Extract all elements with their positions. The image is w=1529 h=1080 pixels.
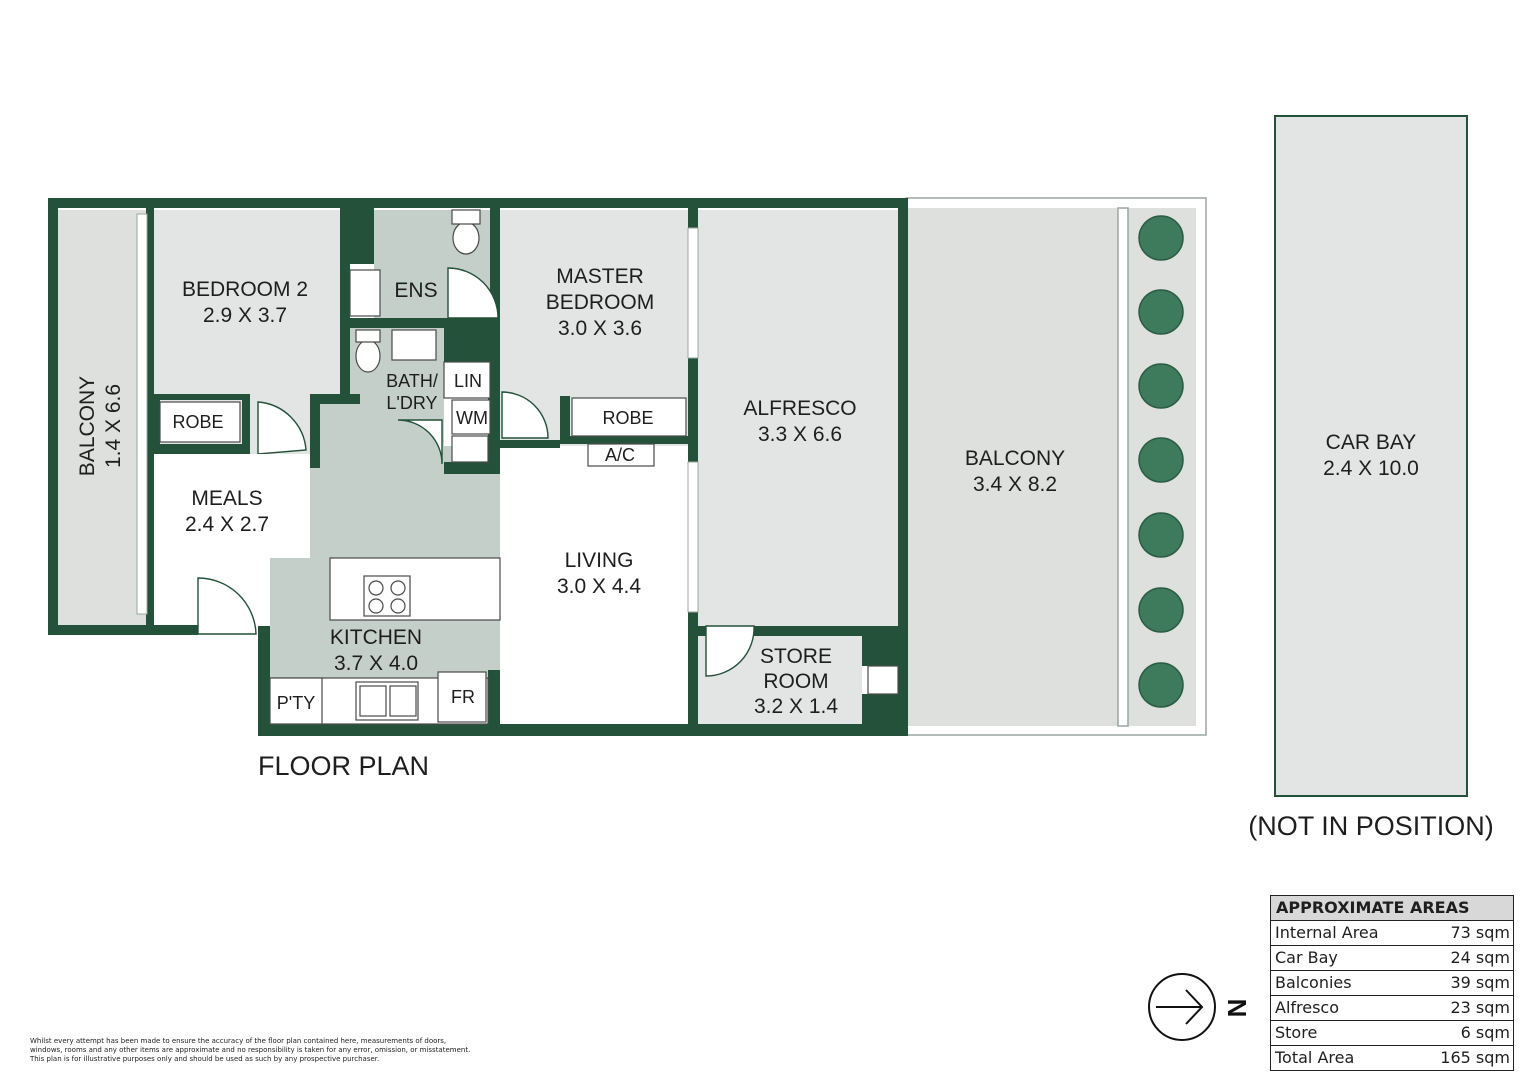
kitchen-island bbox=[329, 557, 501, 621]
master-name-2: BEDROOM bbox=[546, 291, 655, 314]
store-name-1: STORE bbox=[760, 645, 832, 668]
approximate-areas-table: APPROXIMATE AREAS Internal Area 73 sqm C… bbox=[1270, 895, 1514, 1071]
living-floor bbox=[500, 446, 688, 724]
areas-table-title: APPROXIMATE AREAS bbox=[1271, 896, 1513, 921]
ens-vanity bbox=[349, 269, 381, 317]
room-floors bbox=[58, 115, 1468, 797]
master-size: 3.0 X 3.6 bbox=[558, 317, 642, 340]
planter-2 bbox=[1138, 289, 1184, 335]
master-name-1: MASTER bbox=[556, 265, 644, 288]
alfresco-name: ALFRESCO bbox=[743, 397, 856, 420]
planter-7 bbox=[1138, 662, 1184, 708]
table-row: Store 6 sqm bbox=[1271, 1021, 1513, 1046]
room-labels: BEDROOM 2 2.9 X 3.7 ENS MASTER BEDROOM 3… bbox=[76, 265, 1419, 718]
store-box bbox=[867, 665, 899, 695]
compass-north-label: N bbox=[1222, 999, 1252, 1018]
fridge-box bbox=[437, 671, 487, 723]
meals-opening bbox=[154, 454, 310, 558]
balcony-east-floor bbox=[906, 208, 1118, 726]
area-value: 23 sqm bbox=[1450, 998, 1510, 1017]
disclaimer-line: Whilst every attempt has been made to en… bbox=[30, 1037, 447, 1045]
robe2-label: ROBE bbox=[602, 408, 653, 428]
pantry-label: P'TY bbox=[277, 693, 315, 713]
disclaimer: Whilst every attempt has been made to en… bbox=[30, 1037, 500, 1064]
ac-box bbox=[587, 443, 655, 467]
area-label: Internal Area bbox=[1275, 923, 1379, 942]
bath-name-1: BATH/ bbox=[386, 371, 438, 391]
meals-size: 2.4 X 2.7 bbox=[185, 513, 269, 536]
planter-3 bbox=[1138, 363, 1184, 409]
pantry-box bbox=[269, 677, 323, 725]
doors bbox=[197, 267, 755, 677]
planter-5 bbox=[1138, 512, 1184, 558]
north-arrow-icon bbox=[1156, 989, 1204, 1025]
fixtures bbox=[154, 209, 899, 725]
balcony-west-floor bbox=[58, 210, 146, 628]
planter-4 bbox=[1138, 437, 1184, 483]
table-row: Car Bay 24 sqm bbox=[1271, 946, 1513, 971]
balcony-east-name: BALCONY bbox=[965, 447, 1065, 470]
wm-box bbox=[451, 399, 491, 435]
area-label: Total Area bbox=[1275, 1048, 1355, 1067]
store-size: 3.2 X 1.4 bbox=[754, 695, 838, 718]
meals-name: MEALS bbox=[191, 487, 262, 510]
living-size: 3.0 X 4.4 bbox=[557, 575, 641, 598]
windows bbox=[136, 213, 699, 615]
area-value: 24 sqm bbox=[1450, 948, 1510, 967]
carbay-name: CAR BAY bbox=[1326, 431, 1417, 454]
area-value: 165 sqm bbox=[1440, 1048, 1510, 1067]
robe1-label: ROBE bbox=[172, 412, 223, 432]
area-value: 39 sqm bbox=[1450, 973, 1510, 992]
kitchen-name: KITCHEN bbox=[330, 626, 422, 649]
planter-6 bbox=[1138, 587, 1184, 633]
area-label: Store bbox=[1275, 1023, 1318, 1042]
ensuite-name: ENS bbox=[394, 279, 437, 302]
bath-vanity bbox=[391, 329, 437, 361]
kitchen-size: 3.7 X 4.0 bbox=[334, 652, 418, 675]
living-name: LIVING bbox=[565, 549, 634, 572]
floor-plan-caption: FLOOR PLAN bbox=[258, 751, 429, 781]
table-row: Alfresco 23 sqm bbox=[1271, 996, 1513, 1021]
robe2-box bbox=[571, 397, 687, 437]
bedroom2-name: BEDROOM 2 bbox=[182, 278, 308, 301]
area-label: Alfresco bbox=[1275, 998, 1340, 1017]
area-value: 73 sqm bbox=[1450, 923, 1510, 942]
planters bbox=[1138, 215, 1184, 708]
carbay-floor bbox=[1274, 115, 1468, 797]
balcony-east-size: 3.4 X 8.2 bbox=[973, 473, 1057, 496]
ens-toilet bbox=[452, 221, 480, 255]
north-compass: N bbox=[1148, 973, 1252, 1041]
area-label: Balconies bbox=[1275, 973, 1352, 992]
wm-label: WM bbox=[456, 408, 488, 428]
planter-1 bbox=[1138, 215, 1184, 261]
disclaimer-line: This plan is for illustrative purposes o… bbox=[30, 1055, 380, 1063]
lin-box bbox=[443, 361, 491, 399]
laundry-tub bbox=[451, 435, 489, 463]
table-row: Total Area 165 sqm bbox=[1271, 1046, 1513, 1070]
bath-toilet bbox=[355, 339, 381, 373]
lin-label: LIN bbox=[454, 371, 482, 391]
not-in-position-caption: (NOT IN POSITION) bbox=[1248, 811, 1494, 841]
alfresco-size: 3.3 X 6.6 bbox=[758, 423, 842, 446]
balcony-west-size: 1.4 X 6.6 bbox=[102, 384, 125, 468]
area-label: Car Bay bbox=[1275, 948, 1338, 967]
disclaimer-line: windows, rooms and any other items are a… bbox=[30, 1046, 471, 1054]
bath-name-2: L'DRY bbox=[386, 393, 437, 413]
balcony-west-name: BALCONY bbox=[76, 376, 99, 476]
bedroom2-size: 2.9 X 3.7 bbox=[203, 304, 287, 327]
area-value: 6 sqm bbox=[1460, 1023, 1510, 1042]
store-name-2: ROOM bbox=[763, 670, 828, 693]
alfresco-floor bbox=[698, 210, 902, 628]
robe1-box bbox=[159, 401, 241, 443]
table-row: Internal Area 73 sqm bbox=[1271, 921, 1513, 946]
ac-label: A/C bbox=[605, 445, 635, 465]
table-row: Balconies 39 sqm bbox=[1271, 971, 1513, 996]
carbay-size: 2.4 X 10.0 bbox=[1323, 457, 1419, 480]
fridge-label: FR bbox=[451, 687, 475, 707]
